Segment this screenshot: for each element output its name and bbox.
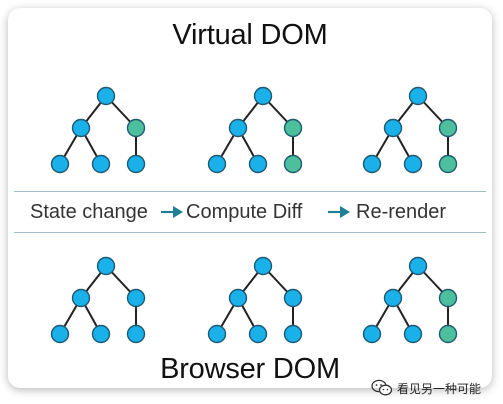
tree-node [408, 86, 428, 106]
watermark-text: 看见另一种可能 [396, 381, 481, 396]
tree-node-changed [438, 324, 458, 344]
tree-node-changed [283, 118, 303, 138]
divider-top [14, 191, 486, 192]
tree-node [96, 256, 116, 276]
tree-node [283, 324, 303, 344]
virtual-dom-title: Virtual DOM [172, 19, 328, 51]
tree-node [362, 154, 382, 174]
tree-node [71, 118, 91, 138]
divider-bottom [14, 232, 486, 233]
flow-arrow-icon [159, 203, 185, 221]
tree-node [71, 288, 91, 308]
flow-step-state-change: State change [30, 201, 148, 223]
tree-node [228, 118, 248, 138]
tree-node [362, 324, 382, 344]
tree-node [91, 324, 111, 344]
tree-node [96, 86, 116, 106]
browser-tree-1 [38, 248, 162, 352]
watermark: 看见另一种可能 [371, 378, 481, 398]
tree-node-changed [438, 288, 458, 308]
tree-node [383, 288, 403, 308]
tree-node [408, 256, 428, 276]
virtual-tree-3 [350, 78, 474, 182]
flow-arrow-icon [326, 203, 352, 221]
tree-node [248, 324, 268, 344]
virtual-tree-2 [195, 78, 319, 182]
tree-node [253, 86, 273, 106]
tree-node [403, 154, 423, 174]
tree-node [283, 288, 303, 308]
tree-node [50, 324, 70, 344]
tree-node [248, 154, 268, 174]
tree-node [126, 324, 146, 344]
tree-node [383, 118, 403, 138]
tree-node [91, 154, 111, 174]
tree-node [50, 154, 70, 174]
tree-node [253, 256, 273, 276]
wechat-icon [371, 379, 393, 396]
tree-node-changed [438, 118, 458, 138]
tree-node-changed [283, 154, 303, 174]
tree-node [403, 324, 423, 344]
tree-node [207, 324, 227, 344]
browser-dom-title: Browser DOM [160, 353, 340, 385]
virtual-tree-1 [38, 78, 162, 182]
flow-step-compute-diff: Compute Diff [186, 201, 303, 223]
flow-step-re-render: Re-render [356, 201, 447, 223]
browser-tree-2 [195, 248, 319, 352]
diagram-card: Virtual DOM State change Compute Diff Re… [8, 8, 492, 388]
tree-node [207, 154, 227, 174]
tree-node [126, 154, 146, 174]
browser-tree-3 [350, 248, 474, 352]
tree-node [126, 288, 146, 308]
tree-node-changed [438, 154, 458, 174]
tree-node-changed [126, 118, 146, 138]
tree-node [228, 288, 248, 308]
